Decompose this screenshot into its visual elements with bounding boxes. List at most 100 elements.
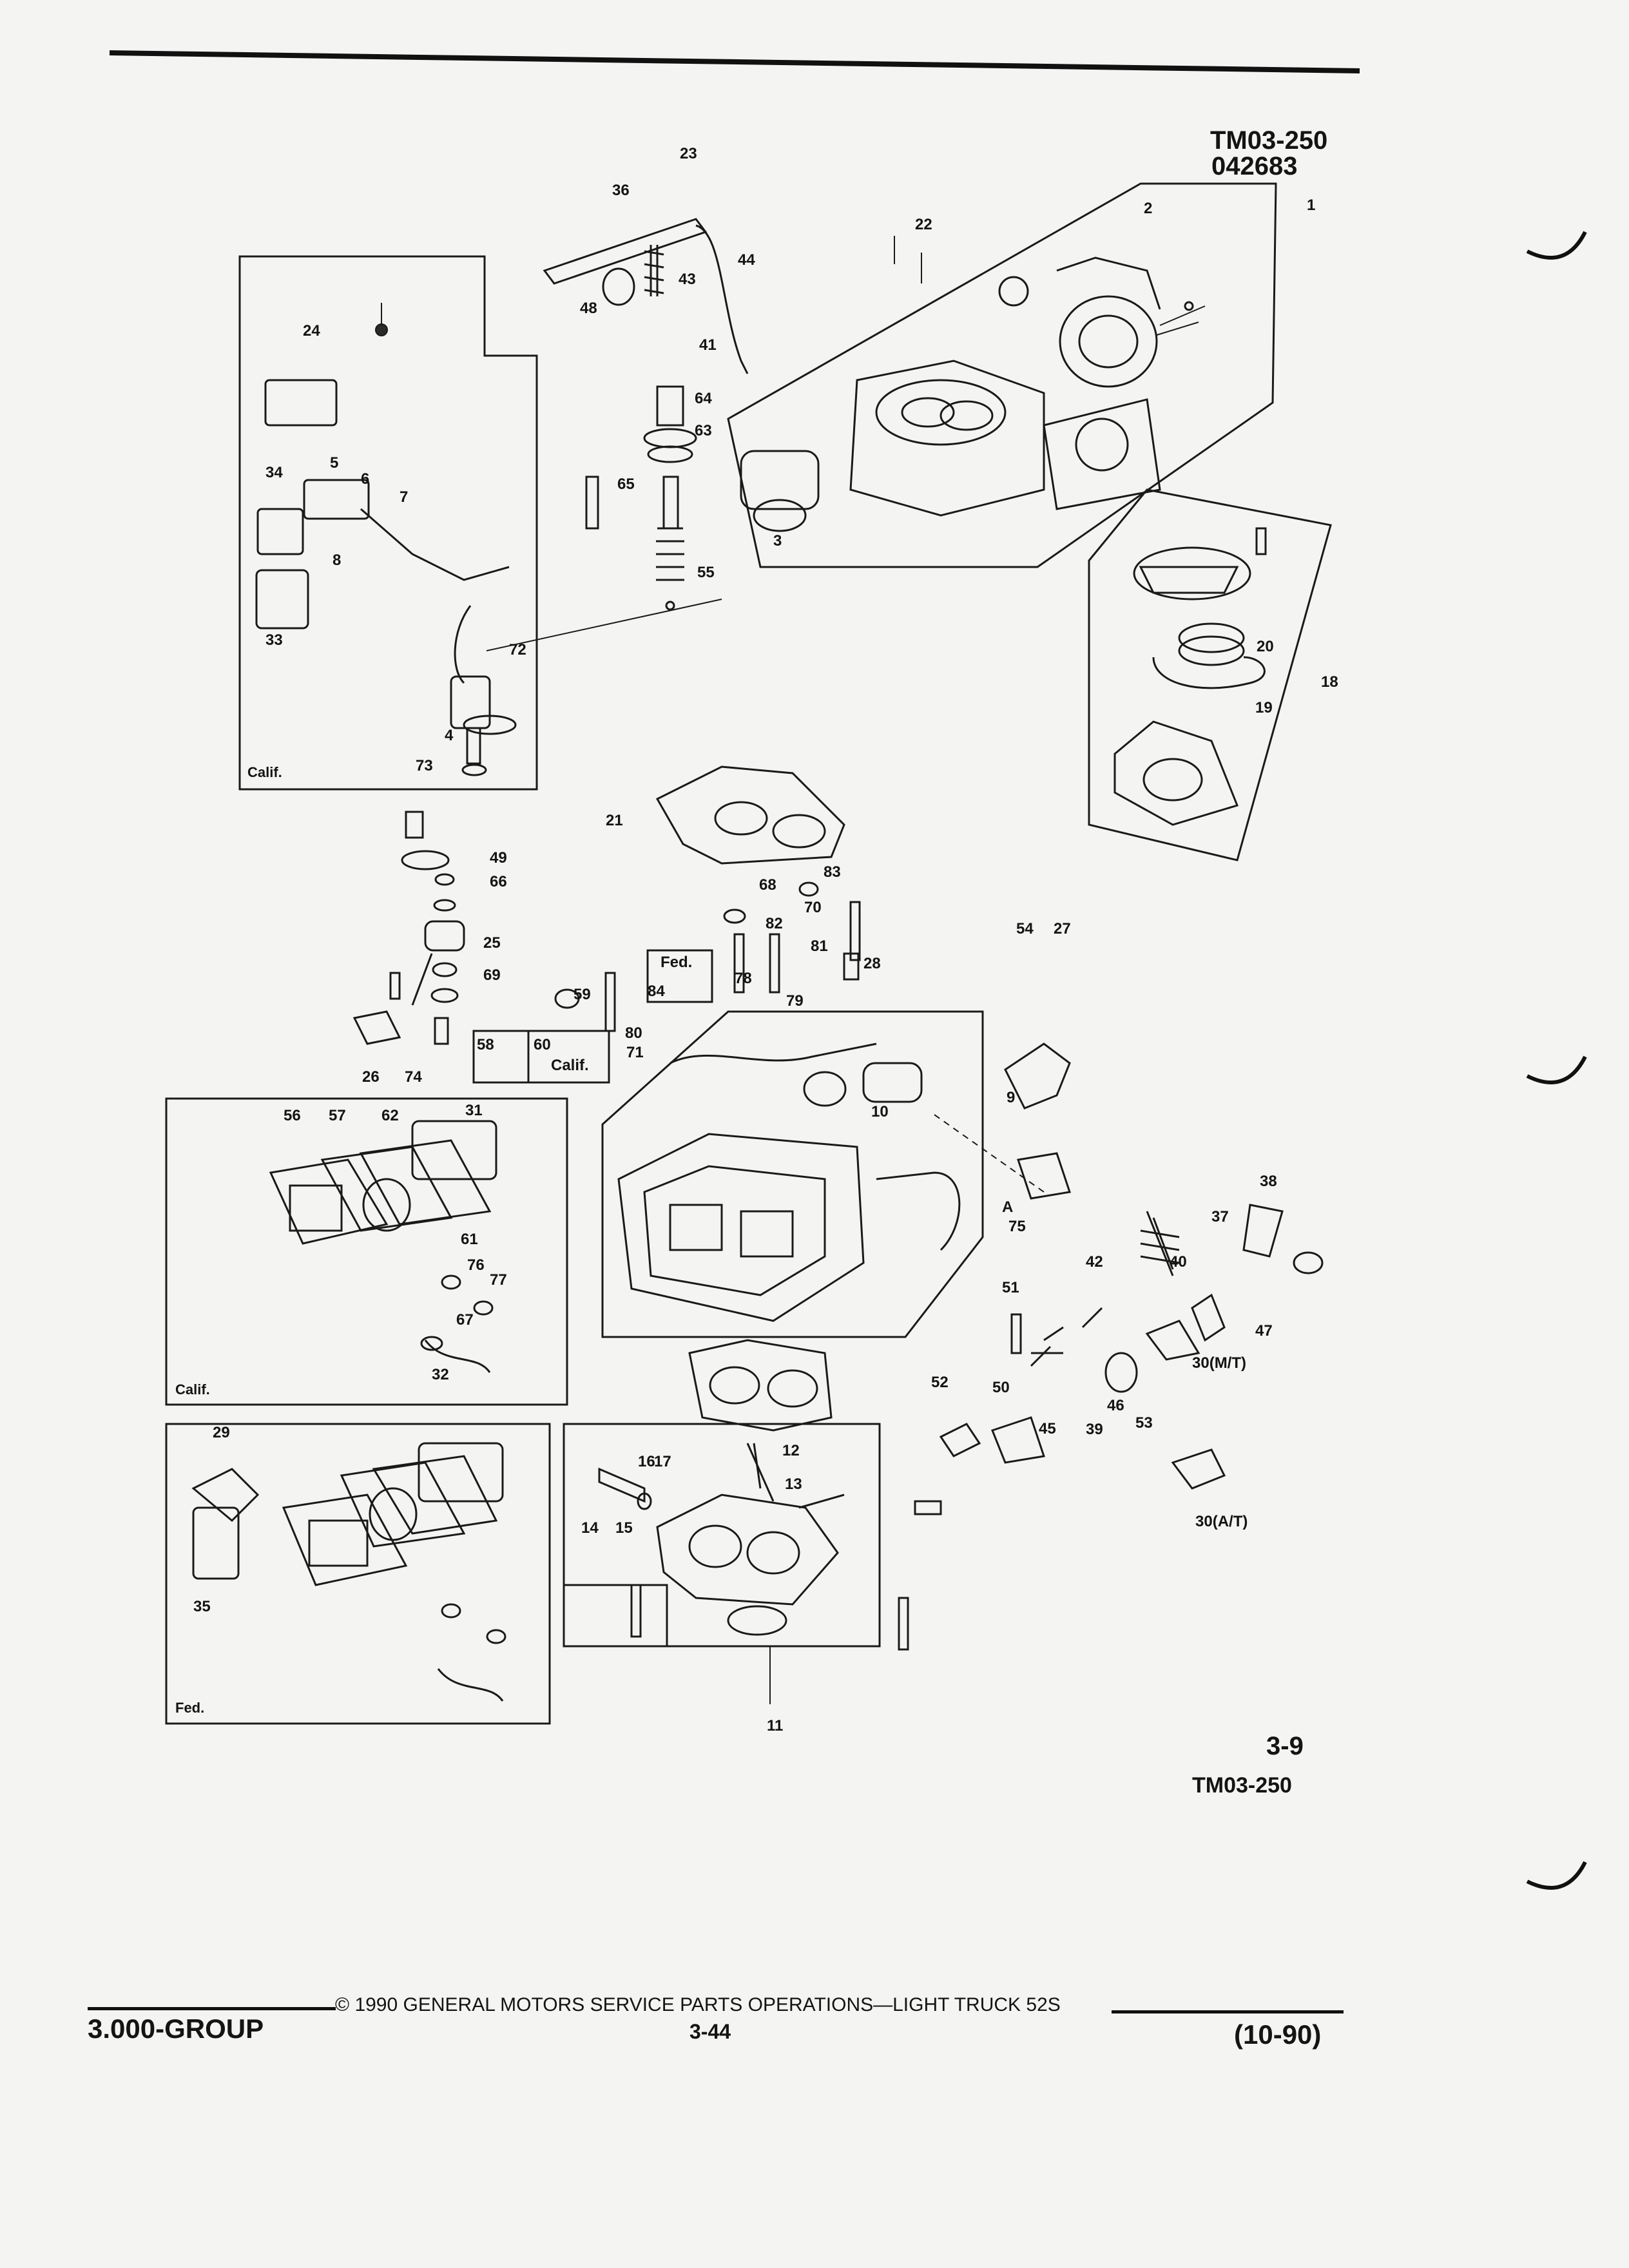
choke-parts: [1113, 527, 1267, 826]
callout-label: 13: [785, 1475, 802, 1493]
callout-label: 1: [1307, 197, 1316, 214]
callout-label: 20: [1257, 638, 1274, 655]
sensor-fed-parts: [191, 1442, 506, 1702]
callout-label: 17: [654, 1453, 671, 1470]
gasket-21-upper: [655, 765, 845, 865]
callout-label: 33: [265, 631, 283, 649]
callout-label: 69: [483, 966, 501, 984]
callout-label: 30(A/T): [1195, 1513, 1248, 1530]
footer-rule-right: [1112, 2010, 1344, 2013]
callout-label: 34: [265, 464, 283, 481]
footer-date: (10-90): [1234, 2019, 1322, 2050]
callout-label: 74: [405, 1068, 422, 1086]
callout-label: 82: [766, 915, 783, 932]
callout-label: 67: [456, 1311, 474, 1329]
callout-label: 80: [625, 1024, 642, 1042]
callout-label: 54: [1016, 920, 1034, 937]
callout-label: 31: [465, 1102, 483, 1119]
callout-label: 50: [992, 1379, 1010, 1396]
callout-label: 37: [1211, 1208, 1229, 1225]
callout-label: 84: [648, 983, 665, 1000]
footer-rule-left: [88, 2007, 336, 2010]
callout-label: 52: [931, 1374, 949, 1391]
callout-label: 61: [461, 1231, 478, 1248]
callout-label: 60: [534, 1036, 551, 1053]
header-number: 042683: [1211, 152, 1298, 180]
footer-copyright: © 1990 GENERAL MOTORS SERVICE PARTS OPER…: [335, 1994, 1061, 2015]
callout-label: 11: [767, 1717, 784, 1735]
callout-label: 19: [1255, 699, 1273, 716]
callout-label: 23: [680, 145, 697, 162]
callout-label: 81: [811, 937, 828, 955]
callout-label: 43: [679, 271, 696, 288]
callout-label: 53: [1135, 1414, 1153, 1432]
callout-label: Fed.: [660, 954, 693, 971]
callout-label: 73: [416, 757, 433, 774]
air-horn-assembly: [740, 236, 1206, 532]
inset-label-calif-top: Calif.: [247, 764, 282, 780]
callout-label: 62: [381, 1107, 399, 1124]
callout-label: 65: [617, 476, 635, 493]
part-75: [1017, 1152, 1071, 1200]
callout-label: 41: [699, 336, 717, 354]
callout-label: 45: [1039, 1420, 1056, 1437]
callout-label: 30(M/T): [1192, 1354, 1246, 1372]
callout-label: 21: [606, 812, 623, 829]
harness-parts: [255, 303, 517, 776]
callout-label: 26: [362, 1068, 380, 1086]
callout-label: 58: [477, 1036, 494, 1053]
main-body-assembly: [617, 1043, 1045, 1322]
footer-page: 3-44: [689, 2020, 731, 2043]
callout-label: 79: [786, 992, 804, 1010]
callout-label: 49: [490, 849, 507, 867]
footer-group: 3.000-GROUP: [88, 2013, 264, 2044]
callout-label: 12: [782, 1442, 800, 1459]
callout-label: 22: [915, 216, 932, 233]
linkage-parts: [486, 218, 749, 651]
callout-label: 55: [697, 564, 715, 581]
margin-marks: [1526, 231, 1587, 1890]
header-code: TM03-250: [1210, 126, 1328, 155]
callout-label: 75: [1008, 1218, 1026, 1235]
callout-label: 70: [804, 899, 822, 916]
callout-label: 76: [467, 1256, 485, 1274]
inset-calif-harness: [238, 255, 538, 791]
center-stack-parts: [352, 811, 465, 1045]
callout-label: 56: [284, 1107, 301, 1124]
callout-label: 14: [581, 1519, 599, 1537]
callout-label: 59: [574, 986, 591, 1003]
callout-label: 15: [615, 1519, 633, 1537]
callout-label: 4: [445, 727, 454, 744]
callout-label: 48: [580, 300, 597, 317]
callout-label: Calif.: [551, 1057, 589, 1074]
callout-label: 83: [824, 863, 841, 881]
callout-label: 32: [432, 1366, 449, 1383]
callout-label: 63: [695, 422, 712, 439]
callout-label: 28: [863, 955, 881, 972]
callout-label: 7: [400, 488, 409, 506]
callout-label: 3: [773, 532, 782, 550]
figure-code: TM03-250: [1192, 1773, 1292, 1798]
callout-label: 77: [490, 1271, 507, 1289]
callout-label: 38: [1260, 1173, 1277, 1190]
callout-label: 66: [490, 873, 507, 890]
callout-label: 51: [1002, 1279, 1019, 1296]
callout-label: 2: [1144, 200, 1153, 217]
callout-label: 64: [695, 390, 712, 407]
inset-calif-sensor: [165, 1097, 568, 1406]
air-horn-box: [727, 182, 1277, 568]
throttle-body-box: [563, 1423, 881, 1648]
callout-label: 44: [738, 251, 755, 269]
callout-label: 6: [361, 470, 370, 488]
callout-label: 5: [330, 454, 339, 472]
small-parts-row: [472, 881, 861, 1084]
callout-label: 35: [193, 1598, 211, 1615]
callout-label: 68: [759, 876, 776, 894]
callout-label: A: [1002, 1198, 1014, 1216]
callout-label: 29: [213, 1424, 230, 1441]
callout-label: 25: [483, 934, 501, 952]
gasket-21-lower: [688, 1339, 833, 1432]
callout-label: 57: [329, 1107, 346, 1124]
callout-label: 9: [1007, 1089, 1016, 1106]
